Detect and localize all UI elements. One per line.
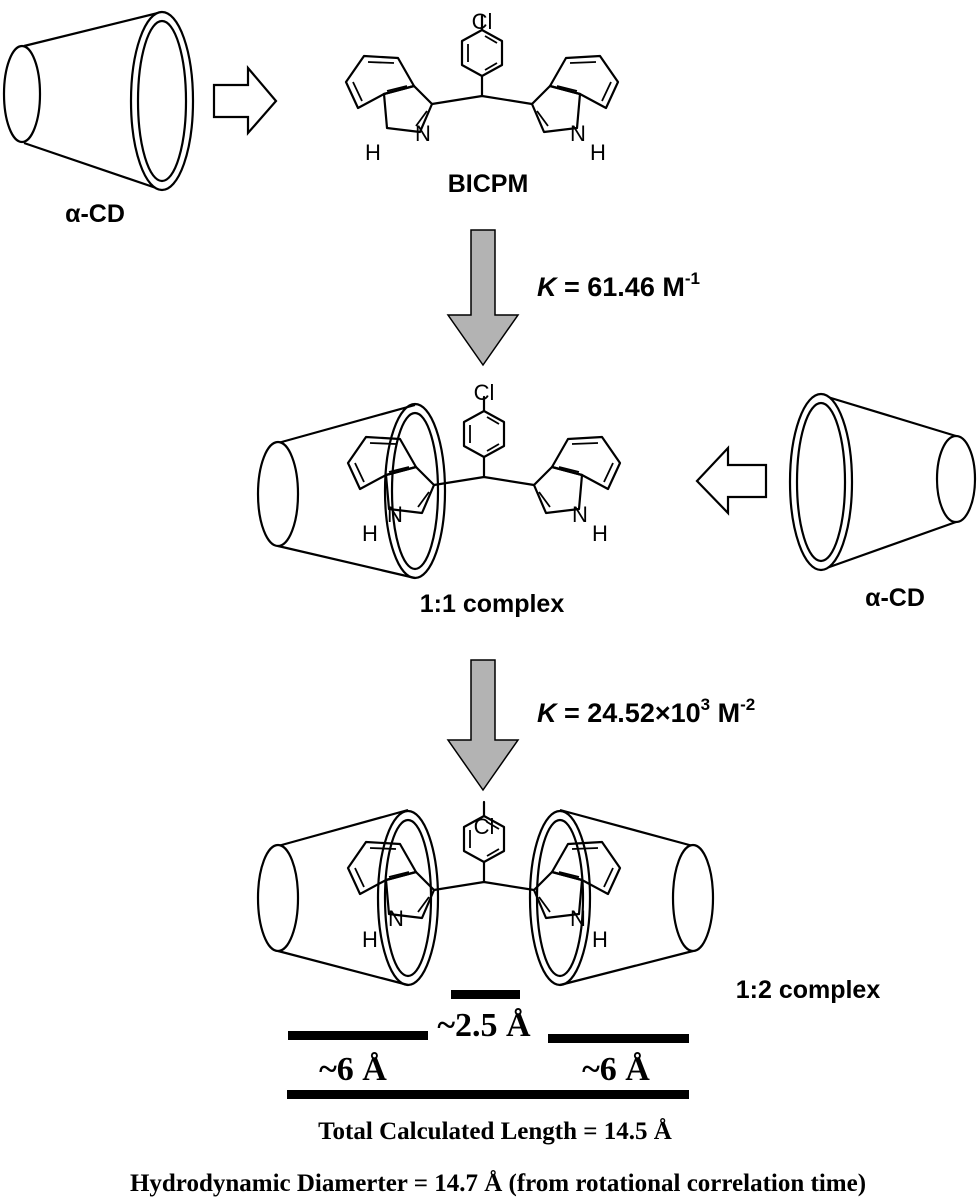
atom-h-left-1: H bbox=[365, 140, 381, 165]
atom-cl-3: Cl bbox=[474, 814, 495, 839]
cd-label-top: α-CD bbox=[65, 200, 125, 228]
cyclodextrin-bound-right-2 bbox=[559, 808, 715, 987]
equilibrium-arrow-2 bbox=[446, 659, 520, 792]
atom-n-left-1: N bbox=[415, 121, 431, 146]
cyclodextrin-bound-left-1 bbox=[256, 403, 416, 580]
atom-n-right-3: N bbox=[570, 906, 586, 931]
dimension-bar-center bbox=[451, 990, 520, 999]
cyclodextrin-bound-left-2 bbox=[256, 808, 409, 987]
atom-n-right-1: N bbox=[570, 121, 586, 146]
total-length-note: Total Calculated Length = 14.5 Å bbox=[318, 1117, 672, 1145]
cd-label-right: α-CD bbox=[865, 584, 925, 612]
atom-h-right-1: H bbox=[590, 140, 606, 165]
binding-arrow-right bbox=[212, 65, 278, 136]
atom-h-right-3: H bbox=[592, 927, 608, 952]
complex-12-label: 1:2 complex bbox=[736, 976, 881, 1004]
equilibrium-constant-2: K = 24.52×103 M-2 bbox=[537, 695, 755, 728]
equilibrium-arrow-1 bbox=[446, 229, 520, 367]
dimension-bar-left bbox=[288, 1031, 428, 1040]
cyclodextrin-bound-rim-1 bbox=[383, 402, 447, 580]
dimension-bar-total bbox=[287, 1090, 689, 1099]
atom-n-left-2: N bbox=[387, 502, 403, 527]
atom-n-left-3: N bbox=[388, 906, 404, 931]
atom-cl-1: Cl bbox=[472, 9, 493, 34]
guest-label: BICPM bbox=[448, 170, 529, 198]
bicpm-molecule-complex-1 bbox=[346, 395, 622, 515]
dimension-label-right: ~6 Å bbox=[582, 1051, 650, 1088]
hydrodynamic-note: Hydrodynamic Diamerter = 14.7 Å (from ro… bbox=[130, 1169, 866, 1197]
dimension-label-center: ~2.5 Å bbox=[437, 1007, 531, 1044]
dimension-label-left: ~6 Å bbox=[319, 1051, 387, 1088]
atom-h-left-3: H bbox=[362, 927, 378, 952]
cyclodextrin-top-left bbox=[2, 10, 195, 192]
atom-h-left-2: H bbox=[362, 521, 378, 546]
cyclodextrin-rims-2 bbox=[376, 809, 592, 987]
atom-cl-2: Cl bbox=[474, 380, 495, 405]
atom-n-right-2: N bbox=[572, 502, 588, 527]
binding-arrow-left bbox=[695, 445, 768, 516]
complex-11-label: 1:1 complex bbox=[420, 590, 565, 618]
cyclodextrin-right bbox=[788, 392, 977, 572]
equilibrium-constant-1: K = 61.46 M-1 bbox=[537, 269, 700, 302]
atom-h-right-2: H bbox=[592, 521, 608, 546]
dimension-bar-right bbox=[548, 1034, 689, 1043]
